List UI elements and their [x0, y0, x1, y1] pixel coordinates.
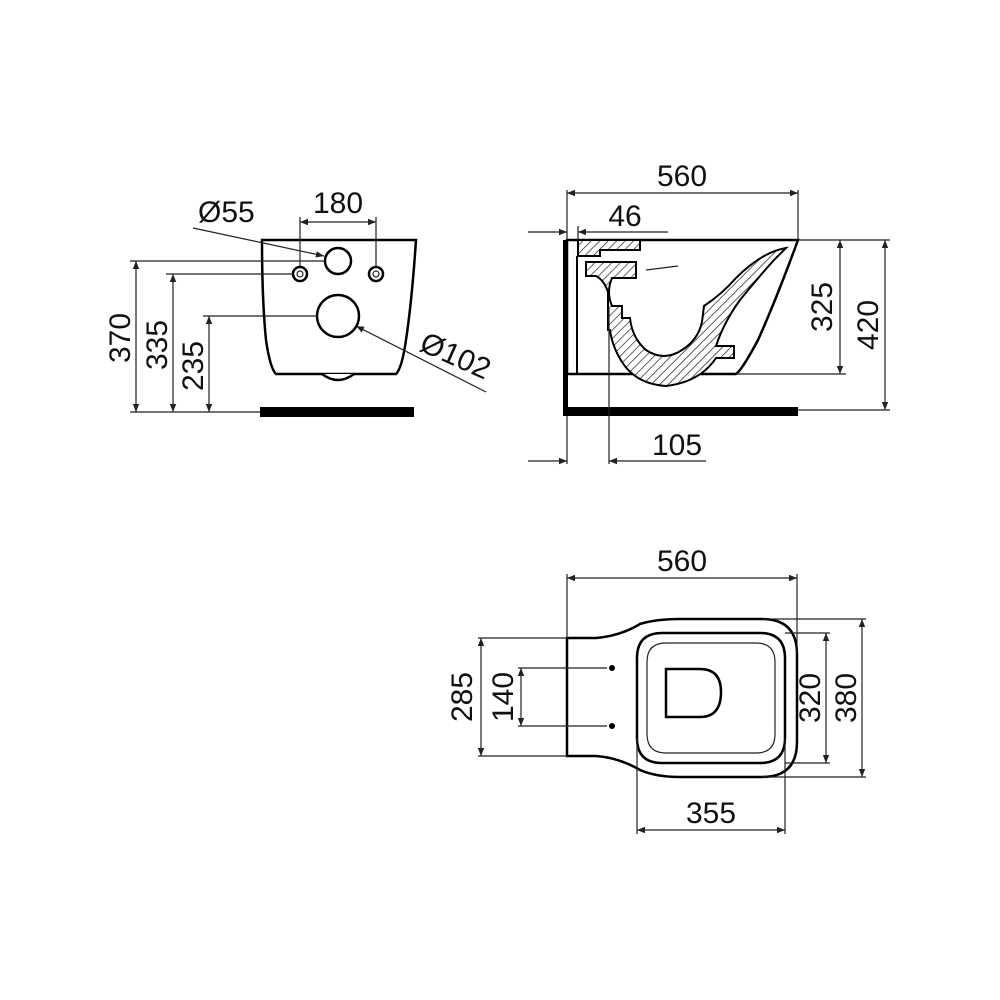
dim-inner-width: 320: [794, 673, 827, 723]
top-inner-rim: [646, 642, 776, 754]
outlet-hole: [315, 293, 361, 339]
dim-outlet-diameter: Ø102: [415, 326, 495, 386]
trap-section: [585, 246, 789, 388]
bolt-hole-left: [291, 265, 309, 283]
front-outlet-bottom: [321, 372, 355, 382]
dim-bowl-height: 325: [806, 282, 839, 332]
dim-total-height: 420: [852, 300, 885, 350]
dim-outer-width: 380: [830, 673, 863, 723]
pipe-hole: [323, 246, 353, 276]
bolt-hole-right-inner: [372, 270, 380, 278]
dim-height-top: 370: [104, 313, 137, 363]
bowl-opening: [664, 667, 723, 719]
dim-pipe-diameter: Ø55: [198, 196, 255, 229]
dim-bolt-spacing: 140: [487, 672, 520, 722]
dim-outlet-offset: 105: [652, 429, 702, 462]
dim-front-width: 180: [313, 187, 363, 220]
spreader-line: [645, 265, 679, 271]
side-floor-bar: [563, 407, 798, 416]
top-view: 560 285 140 320 380 355: [446, 545, 866, 834]
dim-height-bolts: 335: [141, 320, 174, 370]
wall-line: [563, 240, 568, 416]
dim-side-length: 560: [657, 160, 707, 193]
dim-bracket-height: 285: [446, 672, 479, 722]
dim-rim-offset: 46: [608, 200, 641, 233]
dim-top-length: 560: [657, 545, 707, 578]
dim-bowl-length: 355: [686, 797, 736, 830]
dim-height-outlet: 235: [177, 341, 210, 391]
bolt-mark-bottom: [609, 723, 615, 729]
front-view: 180 Ø55 Ø102 370 335 235: [104, 187, 496, 417]
frame-line: [576, 256, 578, 374]
bolt-hole-left-inner: [296, 270, 304, 278]
bolt-mark-top: [609, 665, 615, 671]
side-view: 560 46 325 420 105: [528, 160, 890, 465]
front-floor-bar: [260, 407, 414, 417]
bolt-hole-right: [367, 265, 385, 283]
